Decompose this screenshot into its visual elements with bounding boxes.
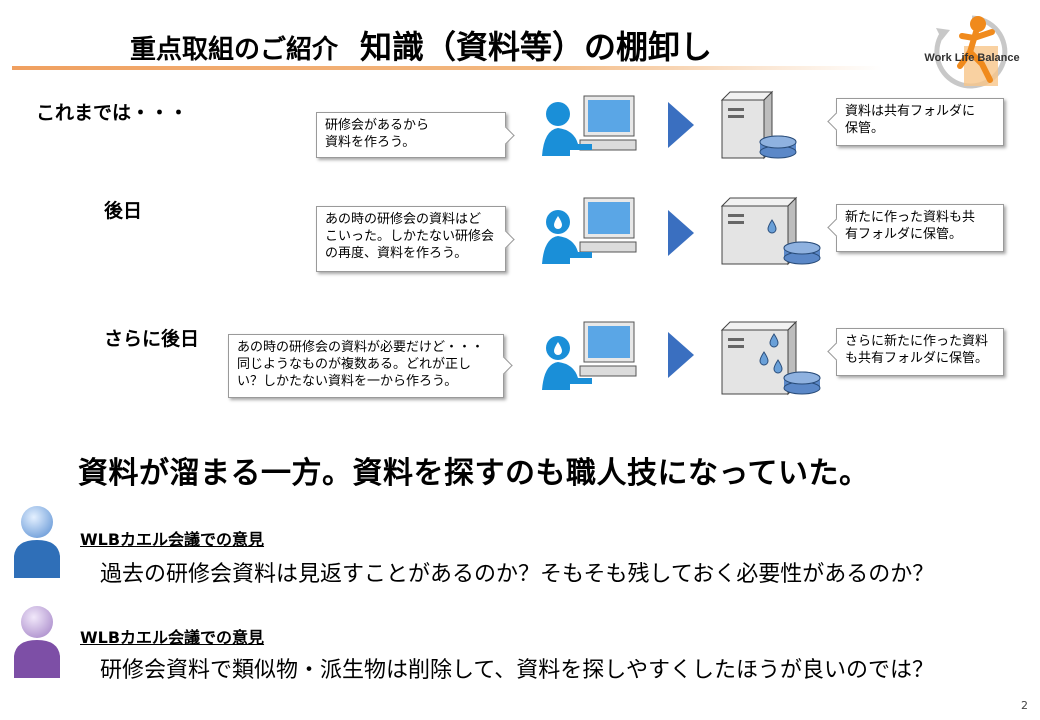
person-avatar-icon-blue <box>12 504 62 584</box>
arrow-right-icon-1 <box>666 100 696 154</box>
note-callout-3: さらに新たに作った資料 も共有フォルダに保管。 <box>827 328 1004 376</box>
person-computer-icon-1 <box>540 92 640 162</box>
logo-text: Work Life Balance <box>924 52 1019 64</box>
title-underline <box>12 66 882 70</box>
arrow-right-icon-3 <box>666 330 696 384</box>
server-icon-1 <box>716 90 800 168</box>
stage-label-2: 後日 <box>104 200 143 222</box>
page-number: 2 <box>1021 699 1028 712</box>
person-avatar-icon-purple <box>12 604 62 684</box>
person-computer-icon-2 <box>540 194 640 270</box>
opinion-label-2: WLBカエル会議での意見 <box>80 628 265 647</box>
speech-callout-3: あの時の研修会の資料が必要だけど・・・ 同じようなものが複数ある。どれが正し い… <box>228 334 513 398</box>
stage-label-3: さらに後日 <box>104 328 200 350</box>
opinion-label-1: WLBカエル会議での意見 <box>80 530 265 549</box>
server-icon-2 <box>716 196 826 274</box>
speech-text-3: あの時の研修会の資料が必要だけど・・・ 同じようなものが複数ある。どれが正し い… <box>237 340 485 389</box>
note-text-3: さらに新たに作った資料 も共有フォルダに保管。 <box>845 334 989 366</box>
opinion-text-2: 研修会資料で類似物・派生物は削除して、資料を探しやすくしたほうが良いのでは？ <box>100 658 935 683</box>
arrow-right-icon-2 <box>666 208 696 262</box>
headline: 資料が溜まる一方。資料を探すのも職人技になっていた。 <box>78 456 870 491</box>
speech-callout-1: 研修会があるから 資料を作ろう。 <box>316 112 515 158</box>
opinion-text-1: 過去の研修会資料は見返すことがあるのか？そもそも残しておく必要性があるのか？ <box>100 562 935 587</box>
person-computer-icon-3 <box>540 318 640 394</box>
note-text-1: 資料は共有フォルダに 保管。 <box>845 104 976 136</box>
page-title: 重点取組のご紹介知識（資料等）の棚卸し <box>130 22 712 68</box>
note-callout-2: 新たに作った資料も共 有フォルダに保管。 <box>827 204 1004 252</box>
speech-text-1: 研修会があるから 資料を作ろう。 <box>325 118 430 150</box>
speech-text-2: あの時の研修会の資料はど こいった。しかたない研修会 の再度、資料を作ろう。 <box>325 212 495 261</box>
server-icon-3 <box>716 320 826 404</box>
note-text-2: 新たに作った資料も共 有フォルダに保管。 <box>845 210 976 242</box>
title-prefix: 重点取組のご紹介 <box>130 35 339 65</box>
note-callout-1: 資料は共有フォルダに 保管。 <box>827 98 1004 146</box>
wlb-logo: Work Life Balance <box>912 6 1032 98</box>
stage-label-1: これまでは・・・ <box>36 102 189 124</box>
title-main: 知識（資料等）の棚卸し <box>360 28 713 66</box>
speech-callout-2: あの時の研修会の資料はど こいった。しかたない研修会 の再度、資料を作ろう。 <box>316 206 515 272</box>
